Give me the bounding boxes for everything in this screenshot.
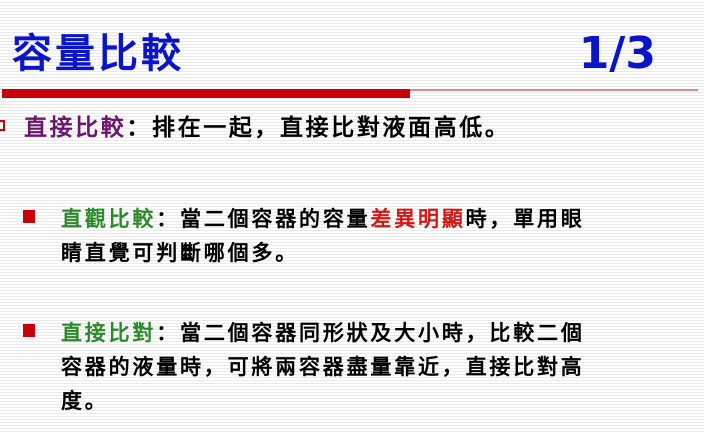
sub-point-1-line-2: 睛直覺可判斷哪個多。 — [61, 240, 299, 265]
page-indicator: 1/3 — [578, 28, 656, 79]
main-point-term: 直接比較 — [24, 114, 127, 141]
slide-title: 容量比較 — [12, 30, 184, 77]
sub-point-1-term: 直觀比較 — [61, 206, 157, 231]
hollow-square-bullet-icon — [0, 120, 5, 131]
main-point-separator: ： — [126, 114, 153, 141]
main-point: 直接比較：排在一起，直接比對液面高低。 — [24, 112, 510, 144]
sub-point-1-separator: ： — [156, 206, 181, 231]
main-point-text: 排在一起，直接比對液面高低。 — [152, 114, 511, 141]
sub-point-1-line-1: 直觀比較：當二個容器的容量差異明顯時，單用眼 — [61, 202, 585, 236]
sub-point-2-term: 直接比對 — [61, 320, 157, 345]
filled-square-bullet-icon — [23, 324, 35, 337]
title-underline-thick — [2, 89, 410, 98]
title-underline-thin — [410, 89, 698, 91]
sub-point-1-text-after: 時，單用眼 — [465, 206, 585, 231]
sub-point-2-line-2: 容器的液量時，可將兩容器盡量靠近，直接比對高 — [61, 354, 585, 379]
sub-point-2-separator: ： — [156, 320, 181, 345]
sub-point-1-text-before: 當二個容器的容量 — [180, 206, 371, 231]
sub-point-2-line-1: 直接比對：當二個容器同形狀及大小時，比較二個 — [61, 316, 585, 350]
sub-point-2-text: 當二個容器同形狀及大小時，比較二個 — [180, 320, 585, 345]
filled-square-bullet-icon — [23, 210, 35, 223]
sub-point-2-line-3: 度。 — [61, 388, 109, 413]
sub-point-1-emphasis: 差異明顯 — [370, 206, 466, 231]
